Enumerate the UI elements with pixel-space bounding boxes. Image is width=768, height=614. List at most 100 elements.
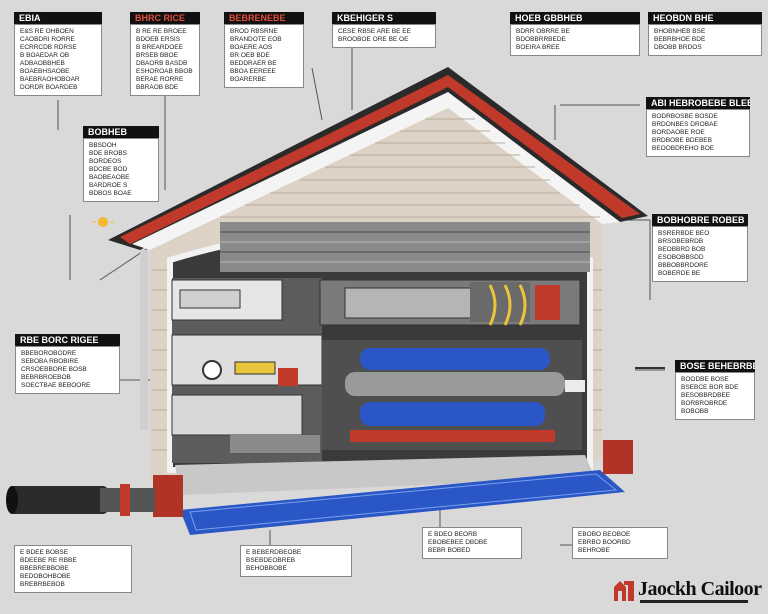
callout-line: EBRBO BOORBD	[578, 539, 662, 547]
callout-line: BBEBREBBOBE	[20, 565, 126, 573]
downspout	[140, 250, 148, 430]
callout-line: BDCBE BOD	[89, 166, 153, 174]
callout-header: BHRC RICE	[130, 12, 200, 24]
callout-line: BBEBOROBODRE	[21, 350, 114, 358]
callout-line: B BOAEDAR OB	[20, 52, 96, 60]
callout-line: E&S RE OHBOEN	[20, 28, 96, 36]
callout-header: HEOBDN BHE	[648, 12, 762, 24]
callout-box: RBE BORC RIGEEBBEBOROBODRESEBOBA RBOBIRE…	[15, 334, 120, 394]
callout-line: BORDEOS	[89, 158, 153, 166]
callout-line: BSRERBDE BEO	[658, 230, 742, 238]
callout-line: DBOBB BRDOS	[654, 44, 756, 52]
callout-line: BORBROBRDE	[681, 400, 749, 408]
callout-line: BBBOBBRDORE	[658, 262, 742, 270]
callout-line: BOAEBHSAOBE	[20, 68, 96, 76]
callout-box: EBIAE&S RE OHBOENCAOBDRI RORREECRRCDB RD…	[14, 12, 102, 96]
callout-line: BRANDOTE EOB	[230, 36, 298, 44]
callout-header: HOEB GBBHEB	[510, 12, 640, 24]
callout-header: BOSE BEHEBRBE	[675, 360, 755, 372]
callout-box: BOBHEBBBSDOHBDE BROBSBORDEOSBDCBE BODBAO…	[83, 126, 159, 202]
brand-logo: Jaockh Cailoor	[610, 571, 760, 611]
callout-header: ABI HEBROBEBE BLEBEB	[646, 97, 750, 109]
callout-line: ESOBOBBSDD	[658, 254, 742, 262]
callout-line: BSEBDEOBREB	[246, 557, 346, 565]
callout-line: DBAORB BASDB	[136, 60, 194, 68]
callout-line: BRSEB BBOE	[136, 52, 194, 60]
callout-line: EBOBO BEOBOE	[578, 531, 662, 539]
callout-line: ADBAOBBHEB	[20, 60, 96, 68]
callout-body: BHOBNHEB BSEBEBRBHOE BDEDBOBB BRDOS	[648, 24, 762, 56]
callout-line: BHOBNHEB BSE	[654, 28, 756, 36]
callout-line: BOEIRA BREE	[516, 44, 634, 52]
callout-line: BESOBBRDBEE	[681, 392, 749, 400]
callout-line: BOBERDE BE	[658, 270, 742, 278]
callout-header: RBE BORC RIGEE	[15, 334, 120, 346]
callout-line: BOARERBE	[230, 76, 298, 84]
callout-line: CESE RBSE ARE BE EE	[338, 28, 430, 36]
callout-line: B BREARDOEE	[136, 44, 194, 52]
callout-line: BRDBOBE BDEBEB	[652, 137, 744, 145]
logo-text: Jaockh Cailoor	[638, 578, 762, 601]
callout-line: BROOBOE ORE BE OE	[338, 36, 430, 44]
callout-line: BR OEB BDE	[230, 52, 298, 60]
callout-line: BBRAOB BDE	[136, 84, 194, 92]
callout-header: BOBHOBRE ROBEB	[652, 214, 748, 226]
callout-line: ESHOROAB BBOB	[136, 68, 194, 76]
callout-line: BDBOS BOAE	[89, 190, 153, 198]
callout-line: BBSDOH	[89, 142, 153, 150]
light-fixture	[92, 217, 114, 227]
callout-line: BBOA EEREEE	[230, 68, 298, 76]
callout-line: BORDAOBE ROE	[652, 129, 744, 137]
callout-line: BEOOBDREHO BOE	[652, 145, 744, 153]
callout-line: DORDR BOARDEB	[20, 84, 96, 92]
callout-line: BEBR BOBED	[428, 547, 516, 555]
callout-line: EBOBEBEE DBDBE	[428, 539, 516, 547]
left-red-post	[153, 475, 183, 517]
callout-line: BARDROE S	[89, 182, 153, 190]
callout-line: BEDOBOHBOBE	[20, 573, 126, 581]
callout-line: BSEBCE BOR BDE	[681, 384, 749, 392]
callout-header: EBIA	[14, 12, 102, 24]
callout-line: BOBOBB	[681, 408, 749, 416]
callout-line: BEBRBROEBOB	[21, 374, 114, 382]
callout-line: BAEBRAOHOBOAR	[20, 76, 96, 84]
callout-header: BEBRENEBE	[224, 12, 304, 24]
callout-header: BOBHEB	[83, 126, 159, 138]
callout-line: BEBRBHOE BDE	[654, 36, 756, 44]
callout-line: BDRR OBRRE BE	[516, 28, 634, 36]
callout-line: ECRRCDB RDRSE	[20, 44, 96, 52]
callout-line: BOODBE BOSE	[681, 376, 749, 384]
callout-line: BEDDRAER BE	[230, 60, 298, 68]
rolled-garage-door	[220, 222, 590, 272]
machinery	[172, 278, 585, 463]
logo-mark-icon	[610, 577, 638, 605]
callout-line: BEHOBBOBE	[246, 565, 346, 573]
callout-header: KBEHIGER S	[332, 12, 436, 24]
callout-body: BBSDOHBDE BROBSBORDEOSBDCBE BODBAOBEAOBE…	[83, 138, 159, 202]
callout-line: BDOBBRRBEDE	[516, 36, 634, 44]
callout-line: BROD RBSRNE	[230, 28, 298, 36]
callout-line: E BDEO BEORB	[428, 531, 516, 539]
callout-line: BREBRBEBOB	[20, 581, 126, 589]
callout-body: E BEBERDBEOBEBSEBDEOBREBBEHOBBOBE	[240, 545, 352, 577]
